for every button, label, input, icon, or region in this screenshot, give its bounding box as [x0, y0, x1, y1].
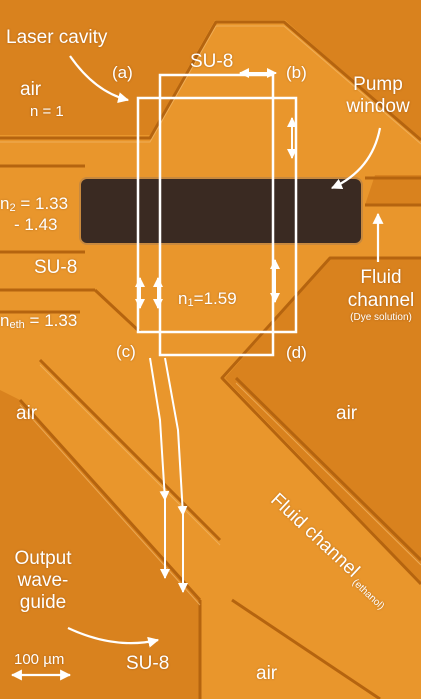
n1-symbol: n1= — [178, 289, 204, 309]
n2-symbol: n2 = — [0, 194, 35, 214]
air-left-label: air — [16, 403, 38, 424]
su8-mid-label: SU-8 — [34, 257, 78, 278]
dye-cavity — [79, 177, 363, 245]
n2-value: 1.33 — [35, 194, 69, 213]
output-line: Output — [14, 548, 72, 569]
callout-arrows — [10, 55, 384, 681]
corner-a-label: (a) — [112, 63, 133, 82]
channel-grooves — [0, 20, 421, 699]
scale-bar-label: 100 µm — [14, 651, 65, 668]
air-right-label: air — [336, 403, 358, 424]
fluid-line: Fluid — [360, 267, 402, 288]
n1-label: n1=1.59 — [178, 290, 237, 309]
neth-label: neth = 1.33 — [0, 312, 77, 331]
n-air-label: n = 1 — [30, 103, 64, 120]
output-waveguide-paths — [149, 357, 188, 593]
pump-window-label: Pump window — [336, 74, 420, 118]
wave-line: wave- — [17, 570, 69, 591]
air-top-label: air — [20, 79, 42, 100]
cavity-outline — [136, 73, 298, 357]
n2-range-label: - 1.43 — [14, 215, 58, 234]
fluid-channel-dye-label: Fluid channel (Dye solution) — [338, 266, 421, 324]
laser-cavity-label: Laser cavity — [6, 27, 108, 48]
corner-b-label: (b) — [286, 63, 307, 82]
dye-solution-line: (Dye solution) — [350, 312, 412, 323]
n2-label: n2 = 1.33 — [0, 195, 68, 214]
corner-d-label: (d) — [286, 343, 307, 362]
neth-symbol: neth = — [0, 311, 45, 331]
su8-bottom-label: SU-8 — [126, 653, 170, 674]
n1-value: 1.59 — [203, 289, 237, 308]
neth-value: 1.33 — [44, 311, 78, 330]
window-line: window — [346, 96, 410, 117]
channel-highlights — [0, 25, 421, 606]
air-bottom-label: air — [256, 663, 278, 684]
mode-arrows — [135, 68, 297, 309]
corner-c-label: (c) — [116, 342, 136, 361]
pump-line: Pump — [353, 74, 403, 95]
channel-line: channel — [347, 290, 415, 311]
guide-line: guide — [19, 592, 67, 613]
su8-top-label: SU-8 — [190, 51, 234, 72]
output-waveguide-label: Output wave- guide — [2, 548, 84, 614]
